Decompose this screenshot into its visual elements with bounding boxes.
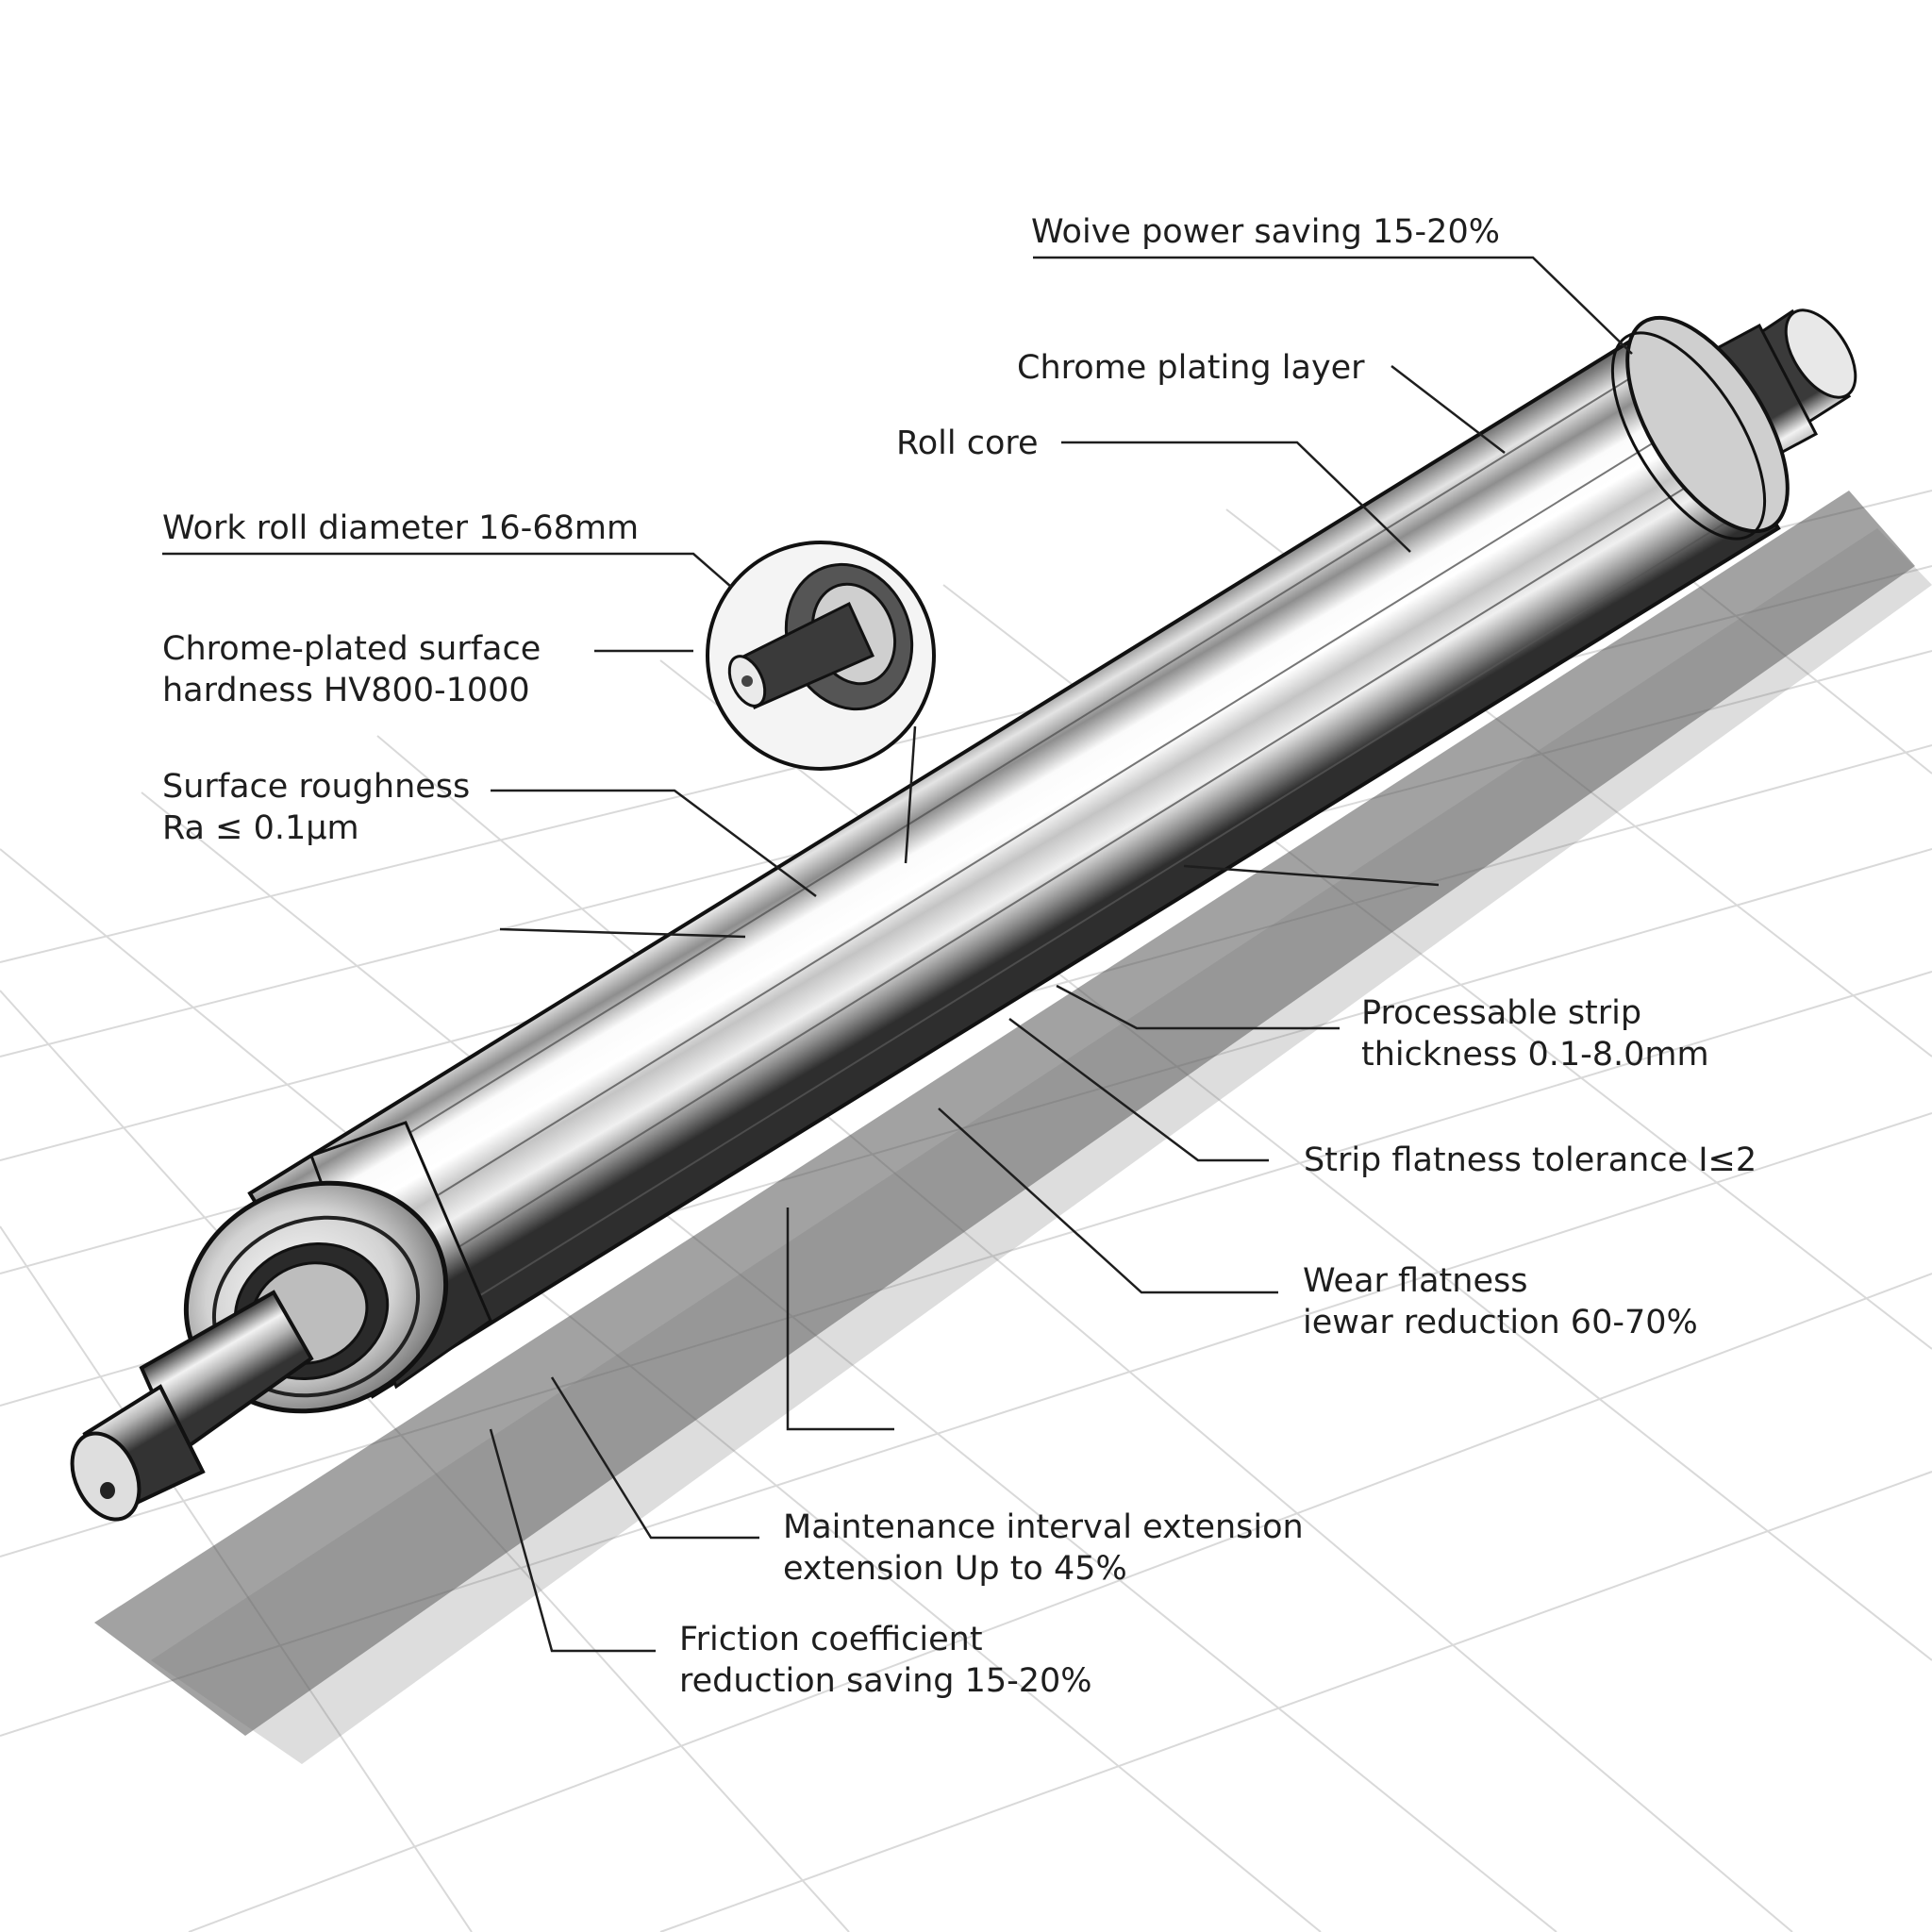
leader-lines — [162, 256, 1633, 1653]
callout-line: Wear flatness — [1303, 1262, 1528, 1300]
callout-work-roll-diameter: Work roll diameter 16-68mm — [162, 508, 639, 549]
callout-surface-roughness: Surface roughness Ra ≤ 0.1μm — [162, 766, 470, 849]
callout-line: Woive power saving 15-20% — [1031, 213, 1500, 251]
callout-line: Chrome-plated surface — [162, 630, 541, 668]
callout-line: Surface roughness — [162, 768, 471, 806]
right-flange — [1625, 315, 1790, 534]
callout-line: hardness HV800-1000 — [162, 672, 530, 709]
inset-detail — [706, 541, 936, 771]
callout-line: Work roll diameter 16-68mm — [162, 509, 640, 547]
callout-line: Processable strip — [1361, 994, 1642, 1032]
callout-line: Maintenance interval extension — [783, 1508, 1304, 1546]
callout-friction-coefficient: Friction coefficient reduction saving 15… — [679, 1619, 1092, 1702]
callout-line: Friction coefficient — [679, 1621, 983, 1658]
left-shaft — [70, 1290, 314, 1522]
callout-line: Strip flatness tolerance I≤2 — [1304, 1141, 1757, 1179]
callout-line: Ra ≤ 0.1μm — [162, 809, 359, 847]
roll-shadow — [94, 491, 1915, 1736]
callout-line: iewar reduction 60-70% — [1303, 1304, 1698, 1341]
callout-strip-thickness: Processable strip thickness 0.1-8.0mm — [1361, 992, 1709, 1075]
callout-chrome-plating-layer: Chrome plating layer — [1017, 347, 1365, 389]
callout-line: Roll core — [896, 425, 1039, 462]
callout-wear-reduction: Wear flatness iewar reduction 60-70% — [1303, 1260, 1698, 1343]
callout-line: Chrome plating layer — [1017, 349, 1365, 387]
callout-roll-core: Roll core — [896, 423, 1039, 464]
callout-line: reduction saving 15-20% — [679, 1662, 1092, 1700]
callout-power-saving: Woive power saving 15-20% — [1031, 211, 1500, 253]
callout-line: extension Up to 45% — [783, 1550, 1127, 1588]
callout-flatness-tolerance: Strip flatness tolerance I≤2 — [1304, 1140, 1757, 1181]
callout-surface-hardness: Chrome-plated surface hardness HV800-100… — [162, 628, 541, 711]
callout-maintenance-interval: Maintenance interval extension extension… — [783, 1507, 1304, 1590]
callout-line: thickness 0.1-8.0mm — [1361, 1036, 1709, 1074]
